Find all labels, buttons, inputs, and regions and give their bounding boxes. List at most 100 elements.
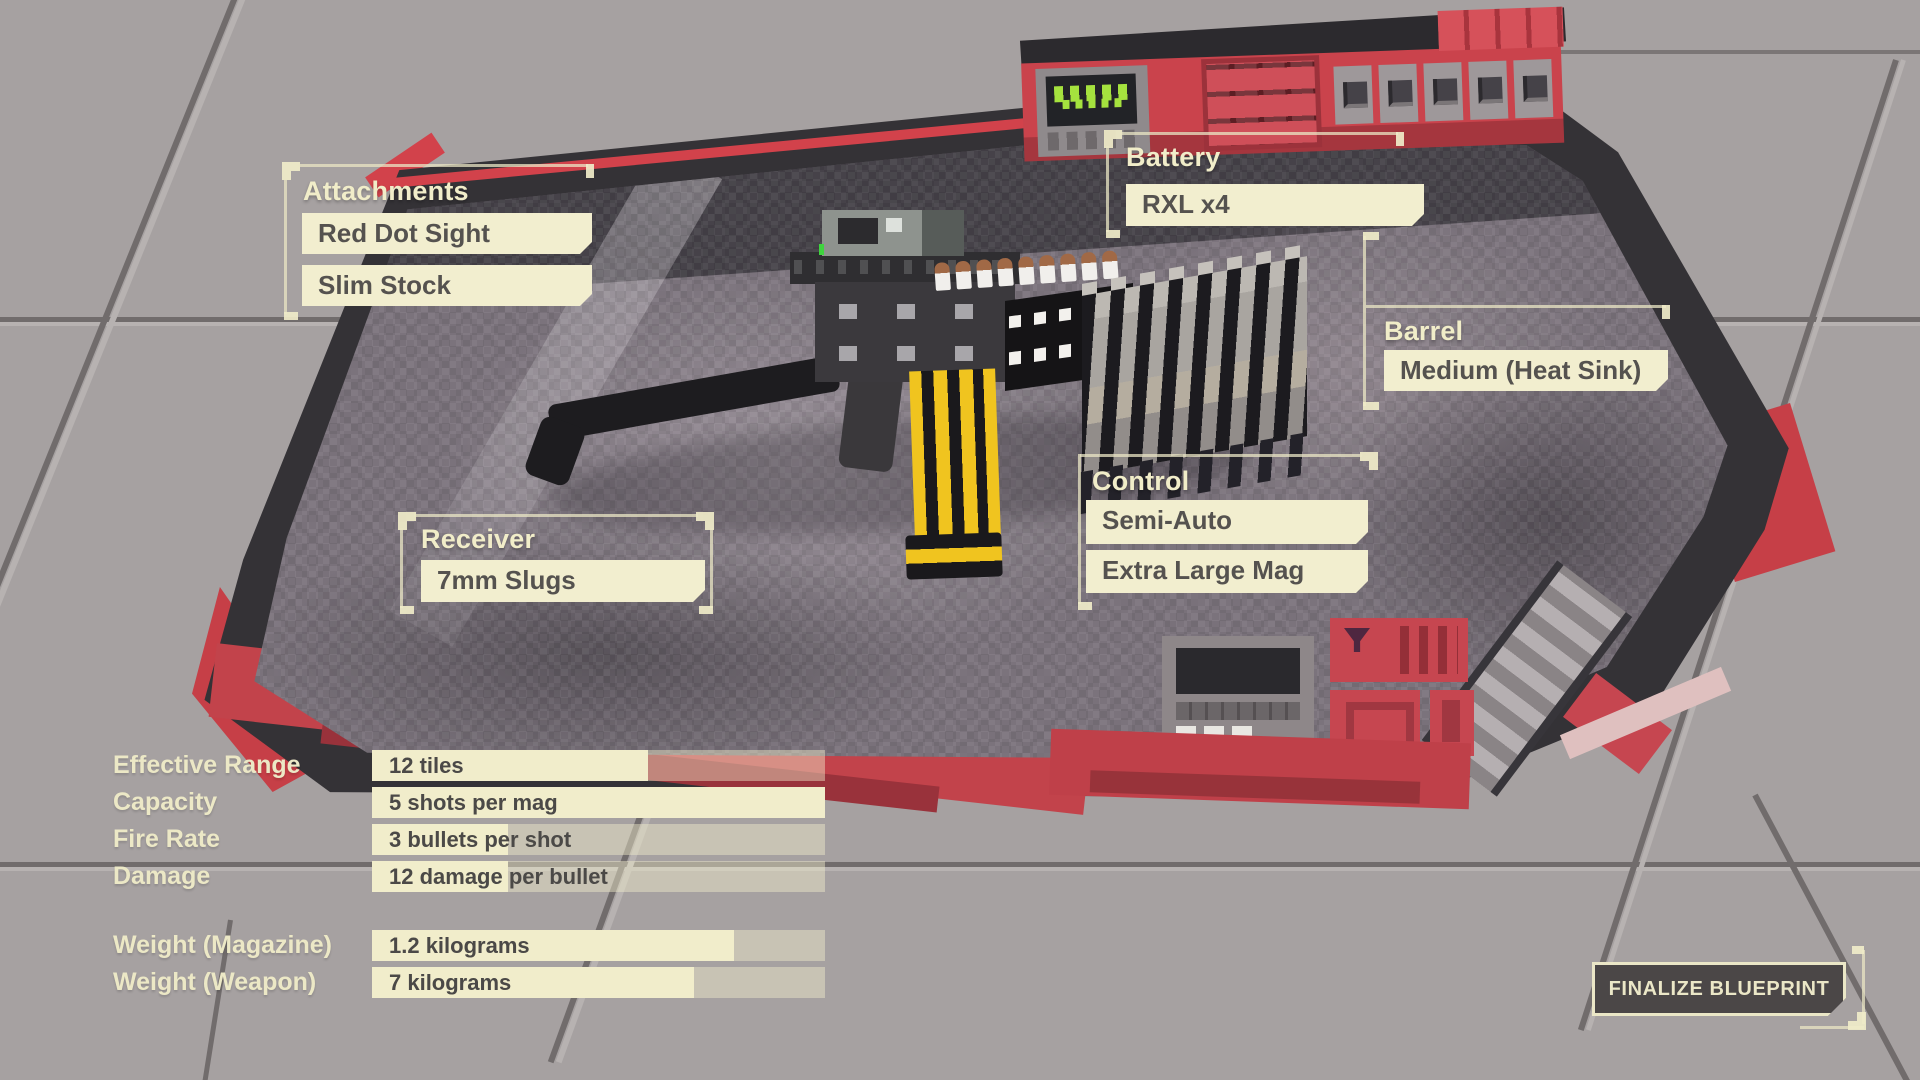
stat-row-effective-range: Effective Range 12 tiles: [0, 750, 900, 781]
stat-bar-value: 3 bullets per shot: [389, 827, 572, 852]
slot-mark: [1442, 700, 1460, 742]
bullet: [1038, 254, 1056, 284]
bracket-tick: [284, 312, 298, 320]
stat-bar: 3 bullets per shot: [372, 824, 825, 855]
stat-bar-fill: [372, 824, 508, 855]
floor-grout-horizontal: [1450, 50, 1920, 54]
stat-label: Capacity: [113, 788, 218, 816]
finalize-blueprint-button[interactable]: FINALIZE BLUEPRINT: [1592, 962, 1846, 1016]
panel-button-row: [1176, 702, 1300, 720]
option-slim-stock[interactable]: Slim Stock: [302, 265, 592, 306]
sight-lens: [838, 218, 878, 244]
module-slot: [1423, 62, 1464, 122]
module-slot: [1333, 65, 1374, 125]
bullet: [1059, 253, 1077, 283]
module-socket: [1522, 75, 1548, 103]
receiver-stud: [897, 346, 915, 361]
back-console: [1019, 1, 1570, 168]
module-slot: [1513, 59, 1554, 119]
bullet: [955, 260, 972, 290]
callout-title-attachments: Attachments: [303, 176, 469, 206]
panel-screen: [1176, 648, 1300, 694]
stat-row-fire-rate: Fire Rate 3 bullets per shot: [0, 824, 900, 855]
option-extra-large-mag[interactable]: Extra Large Mag: [1086, 550, 1368, 593]
weapon-stock: [547, 354, 841, 442]
magazine-base: [905, 532, 1003, 580]
stat-row-capacity: Capacity 5 shots per mag: [0, 787, 900, 818]
option-receiver-7mm[interactable]: 7mm Slugs: [421, 560, 705, 602]
module-socket: [1342, 81, 1368, 109]
bracket-line: [1106, 146, 1109, 232]
control-panel: [1162, 636, 1314, 748]
stat-bar-fill: [372, 861, 508, 892]
callout-title-battery: Battery: [1126, 142, 1221, 172]
stat-bar-fill: [372, 930, 735, 961]
red-dot-sight: [819, 210, 964, 256]
option-semi-auto[interactable]: Semi-Auto: [1086, 500, 1368, 544]
stat-bar-value: 12 tiles: [389, 753, 464, 778]
sight-window: [886, 218, 902, 232]
callout-title-barrel: Barrel: [1384, 316, 1464, 346]
bracket-line: [1080, 454, 1362, 457]
callout-title-receiver: Receiver: [421, 524, 536, 554]
floor-grout-highlight: [0, 867, 1920, 871]
stat-bar: 7 kilograms: [372, 967, 825, 998]
receiver-stud: [955, 304, 973, 319]
red-key-row: [1437, 6, 1564, 51]
stat-bar-fill: [372, 750, 649, 781]
bracket-corner: [1848, 1012, 1866, 1030]
stat-label: Effective Range: [113, 751, 301, 779]
vent-bars: [1400, 626, 1458, 674]
bracket-line: [710, 528, 713, 608]
bracket-tick: [1852, 946, 1864, 954]
red-panel-a: [1330, 618, 1468, 682]
bracket-line: [298, 164, 588, 167]
stat-bar: 12 tiles: [372, 750, 825, 781]
stat-label: Fire Rate: [113, 825, 220, 853]
bracket-line: [284, 178, 287, 314]
receiver-stud: [839, 346, 857, 361]
monitor-screen: [1045, 73, 1138, 127]
module-slot: [1468, 60, 1509, 120]
stat-bar: 12 damage per bullet: [372, 861, 825, 892]
glyph-mark: [1344, 628, 1370, 652]
bracket-line: [1800, 1026, 1864, 1029]
bracket-corner: [398, 512, 416, 530]
keypad: [1201, 55, 1323, 152]
bracket-line: [1078, 454, 1081, 604]
waveform-screen: [1062, 98, 1123, 110]
option-battery-rxl[interactable]: RXL x4: [1126, 184, 1424, 226]
bracket-corner: [696, 512, 714, 530]
stat-bar: 5 shots per mag: [372, 787, 825, 818]
receiver-stud: [897, 304, 915, 319]
option-red-dot-sight[interactable]: Red Dot Sight: [302, 213, 592, 254]
bracket-tick: [699, 606, 713, 614]
option-barrel-medium[interactable]: Medium (Heat Sink): [1384, 350, 1668, 391]
bullet: [1080, 251, 1098, 281]
stat-label: Damage: [113, 862, 211, 890]
bracket-line: [1862, 950, 1865, 1024]
bracket-corner: [1360, 452, 1378, 470]
bracket-tick: [1106, 230, 1120, 238]
module-socket: [1477, 76, 1503, 104]
floor-grout-diagonal: [1752, 793, 1920, 1080]
bracket-line: [1366, 305, 1666, 308]
bracket-tick: [400, 606, 414, 614]
sight-green-dot: [819, 244, 824, 255]
bracket-tick: [586, 164, 594, 178]
bracket-corner: [1104, 130, 1122, 148]
bracket-line: [400, 528, 403, 608]
module-slot: [1378, 63, 1419, 124]
stat-row-damage: Damage 12 damage per bullet: [0, 861, 900, 892]
stat-bar-fill: [372, 967, 694, 998]
stat-row-weight-magazine: Weight (Magazine) 1.2 kilograms: [0, 930, 900, 961]
module-row: [1333, 59, 1557, 129]
weapon: [520, 190, 1320, 610]
bullet: [1017, 256, 1035, 286]
bracket-line: [1120, 132, 1398, 135]
bullet: [996, 257, 1014, 287]
bracket-tick: [1396, 132, 1404, 146]
module-socket: [1432, 78, 1458, 106]
stat-bar-value: 12 damage per bullet: [389, 864, 608, 889]
